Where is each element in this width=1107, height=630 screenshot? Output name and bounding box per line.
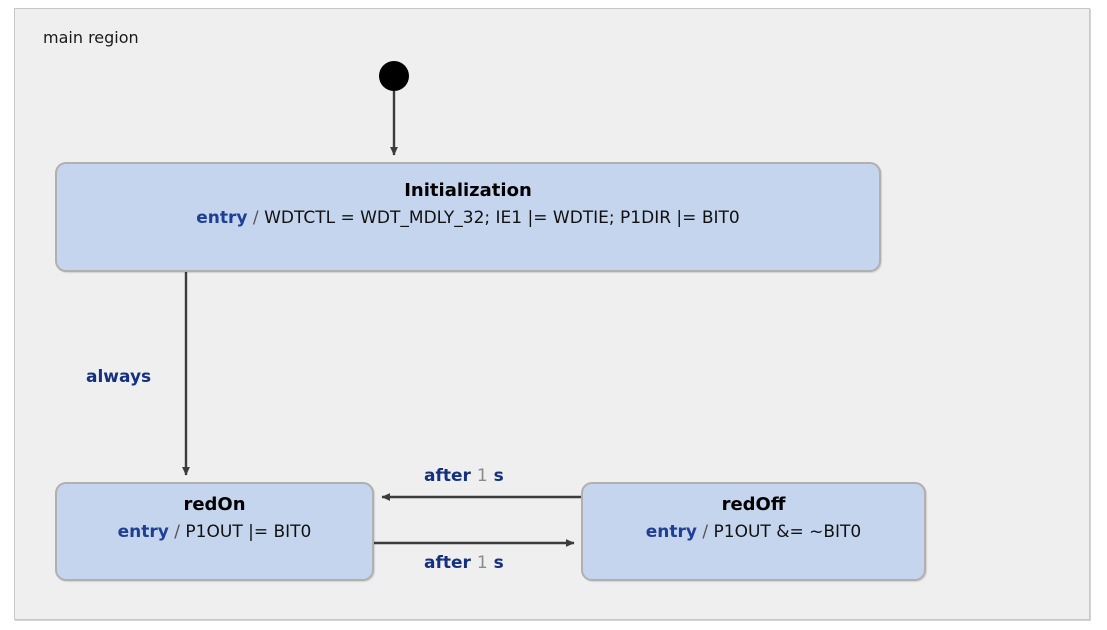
entry-separator: / [702,521,709,542]
transition-keyword: after [424,466,471,486]
transition-keyword: after [424,553,471,573]
state-redoff[interactable]: redOff entry / P1OUT &= ~BIT0 [581,482,926,581]
entry-separator: / [252,207,259,228]
state-name: Initialization [404,180,532,201]
state-redon[interactable]: redOn entry / P1OUT |= BIT0 [55,482,374,581]
state-entry-action: entry / P1OUT |= BIT0 [118,521,312,543]
transition-label-redon-to-redoff[interactable]: after 1 s [424,555,504,572]
entry-action-text: WDTCTL = WDT_MDLY_32; IE1 |= WDTIE; P1DI… [264,207,740,228]
state-initialization[interactable]: Initialization entry / WDTCTL = WDT_MDLY… [55,162,881,272]
transition-value: 1 [476,466,488,486]
main-region-label: main region [43,28,139,47]
transition-keyword: always [86,367,152,387]
state-name: redOff [721,494,786,515]
transition-label-redoff-to-redon[interactable]: after 1 s [424,468,504,485]
entry-separator: / [174,521,181,542]
entry-action-text: P1OUT &= ~BIT0 [713,521,862,542]
transition-unit: s [493,553,504,573]
transition-label-always[interactable]: always [86,369,151,386]
transition-unit: s [493,466,504,486]
state-entry-action: entry / WDTCTL = WDT_MDLY_32; IE1 |= WDT… [196,207,739,229]
state-entry-action: entry / P1OUT &= ~BIT0 [646,521,862,543]
entry-keyword: entry [117,521,169,542]
entry-keyword: entry [645,521,697,542]
entry-keyword: entry [196,207,248,228]
state-name: redOn [183,494,246,515]
entry-action-text: P1OUT |= BIT0 [185,521,312,542]
initial-node-icon[interactable] [379,61,409,91]
transition-value: 1 [476,553,488,573]
